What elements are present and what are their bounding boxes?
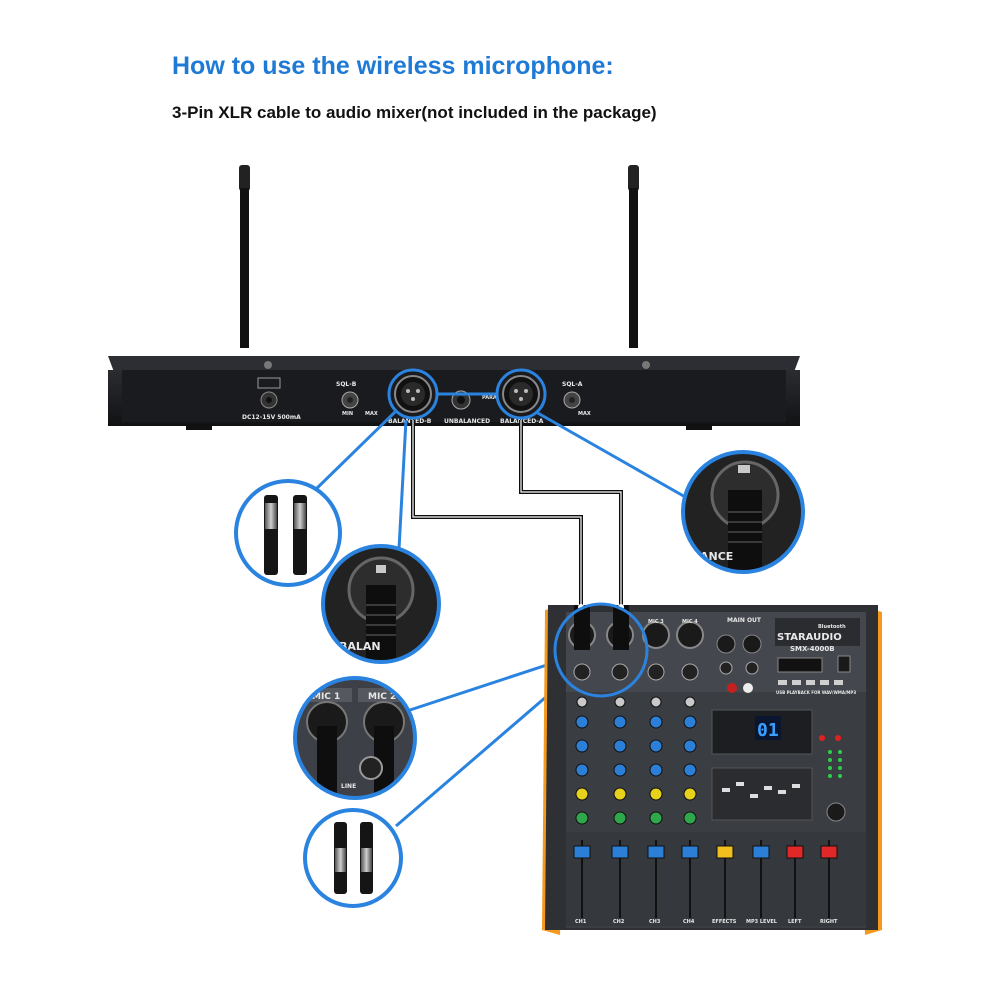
mixer-main-out: MAIN OUT xyxy=(727,617,762,624)
sql-a-label: SQL-A xyxy=(562,381,583,388)
zoom-balan-label: BALAN xyxy=(339,640,381,653)
zoom-mic2-label: MIC 2 xyxy=(368,692,396,702)
zoom-receiver-plug-b: BALAN xyxy=(321,544,441,664)
audio-mixer: MAIN OUT STARAUDIO SMX-4000B Bluetooth U… xyxy=(542,602,882,935)
zoom-mic1-label: MIC 1 xyxy=(312,692,340,702)
zoom-male-xlr-plugs xyxy=(303,808,403,908)
ch-label-left: LEFT xyxy=(788,919,802,925)
zoom-female-xlr-plugs xyxy=(234,479,342,587)
xlr-highlight xyxy=(387,368,547,420)
page-title: How to use the wireless microphone: xyxy=(172,52,614,80)
ch-label-right: RIGHT xyxy=(820,919,838,925)
ch-label-2: CH2 xyxy=(613,919,625,925)
sql-a-max: MAX xyxy=(578,411,591,417)
zoom-mixer-mic-inputs: MIC 1 MIC 2 LINE xyxy=(293,676,417,800)
sql-b-max: MAX xyxy=(365,411,378,417)
ch-label-1: CH1 xyxy=(575,919,587,925)
balanced-b-label: BALANCED-B xyxy=(388,418,432,425)
mixer-effect-display: 01 xyxy=(757,720,779,741)
ch-label-3: CH3 xyxy=(649,919,661,925)
mixer-mic3-label: MIC 3 xyxy=(648,619,664,625)
mixer-level-meters xyxy=(819,735,846,822)
xlr-cables xyxy=(411,420,623,605)
power-label: DC12-15V 500mA xyxy=(242,414,301,421)
ch-label-effects: EFFECTS xyxy=(712,919,737,925)
unbalanced-label: UNBALANCED xyxy=(444,418,490,425)
wireless-receiver: DC12-15V 500mA SQL-B MIN MAX BALANCED-B … xyxy=(108,356,800,430)
mixer-usb-playback: USB PLAYBACK FOR WAV/WMA/MP3 xyxy=(776,690,856,695)
xlr-cables-inner xyxy=(412,420,622,605)
mixer-channel-labels: CH1 CH2 CH3 CH4 EFFECTS MP3 LEVEL LEFT R… xyxy=(575,919,838,925)
mixer-mic4-label: MIC 4 xyxy=(682,619,698,625)
ch-label-4: CH4 xyxy=(683,919,695,925)
mixer-mic-labels: MIC 3 MIC 4 xyxy=(648,619,698,625)
antenna-right xyxy=(628,165,639,348)
mixer-model: SMX-4000B xyxy=(790,645,835,653)
mixer-bluetooth: Bluetooth xyxy=(818,624,846,630)
zoom-receiver-plug-a: ANCE xyxy=(681,450,805,574)
mixer-channel-knobs xyxy=(575,696,729,825)
zoom-line-label: LINE xyxy=(341,783,356,790)
page-subtitle: 3-Pin XLR cable to audio mixer(not inclu… xyxy=(172,103,657,122)
ch-label-mp3: MP3 LEVEL xyxy=(746,919,778,925)
sql-b-min: MIN xyxy=(342,411,353,417)
para-label: PARA xyxy=(482,395,497,401)
antenna-left xyxy=(239,165,250,348)
mixer-faders xyxy=(573,840,838,918)
sql-b-label: SQL-B xyxy=(336,381,357,388)
mixer-brand: STARAUDIO xyxy=(777,632,842,643)
